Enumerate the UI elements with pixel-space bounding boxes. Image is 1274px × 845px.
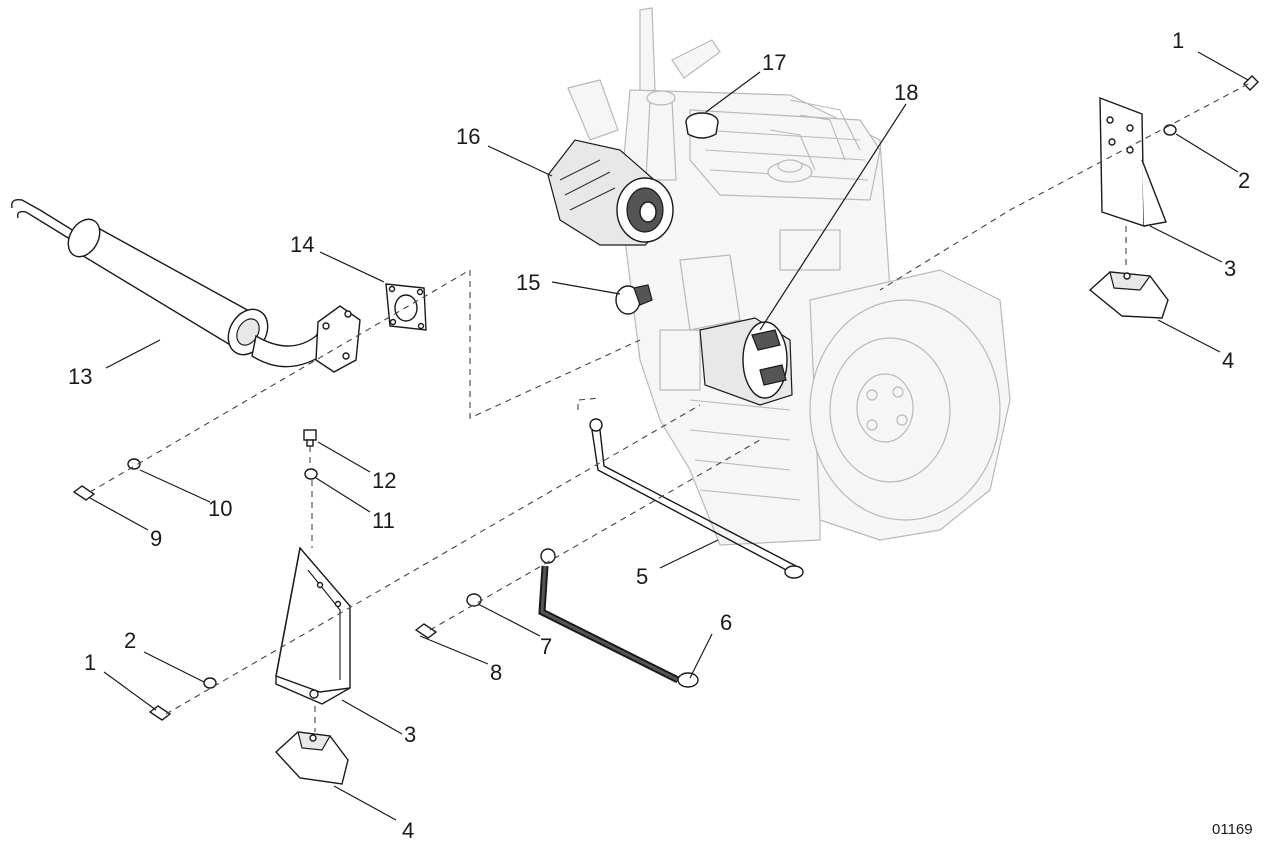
oil-pressure-sender bbox=[615, 284, 653, 315]
callout-18: 18 bbox=[894, 80, 918, 105]
callout-9: 9 bbox=[150, 526, 162, 551]
assembly-lines bbox=[89, 83, 1249, 732]
callout-4-bottom: 4 bbox=[402, 818, 414, 843]
callout-7: 7 bbox=[540, 634, 552, 659]
callout-10: 10 bbox=[208, 496, 232, 521]
callout-11: 11 bbox=[372, 508, 395, 533]
callout-1-bottom: 1 bbox=[84, 650, 96, 675]
callout-14: 14 bbox=[290, 232, 314, 257]
engine-mount-left bbox=[275, 731, 349, 785]
mounting-bracket-left bbox=[275, 546, 351, 705]
figure-id: 01169 bbox=[1212, 821, 1253, 838]
leader-lines bbox=[89, 51, 1249, 821]
callout-6: 6 bbox=[720, 610, 732, 635]
callout-15: 15 bbox=[516, 270, 540, 295]
callout-3-bottom: 3 bbox=[404, 722, 416, 747]
mounting-bracket-right bbox=[1099, 96, 1167, 227]
callout-5: 5 bbox=[636, 564, 648, 589]
hardware bbox=[72, 75, 1259, 721]
callout-4-top: 4 bbox=[1222, 348, 1234, 373]
callout-16: 16 bbox=[456, 124, 480, 149]
ground-strap bbox=[589, 418, 804, 579]
callout-8: 8 bbox=[490, 660, 502, 685]
callout-2-top: 2 bbox=[1238, 168, 1250, 193]
callouts: 1 2 3 4 5 6 7 8 9 10 11 12 13 14 15 16 1… bbox=[68, 28, 1250, 843]
engine-mount-right bbox=[1088, 271, 1169, 319]
callout-1-top: 1 bbox=[1172, 28, 1184, 53]
callout-17: 17 bbox=[762, 50, 786, 75]
callout-12: 12 bbox=[372, 468, 396, 493]
engine-block bbox=[567, 7, 1011, 546]
oil-filler-cap bbox=[685, 112, 719, 139]
battery-cable bbox=[538, 548, 699, 688]
alternator bbox=[547, 139, 674, 246]
starter-motor bbox=[699, 317, 793, 406]
callout-2-bottom: 2 bbox=[124, 628, 136, 653]
callout-3-top: 3 bbox=[1224, 256, 1236, 281]
callout-13: 13 bbox=[68, 364, 92, 389]
muffler bbox=[11, 198, 361, 373]
